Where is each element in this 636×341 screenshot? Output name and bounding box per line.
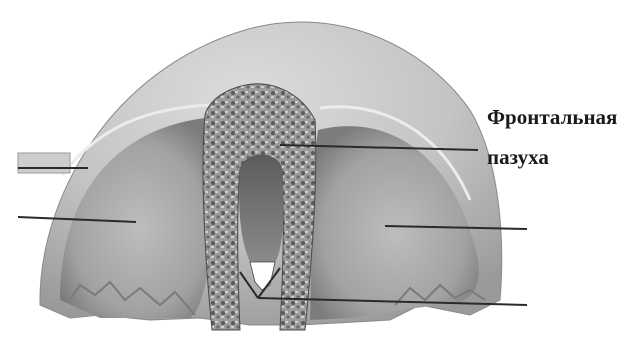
left-edge-flange bbox=[18, 153, 70, 173]
frontal-sinus-label-line1: Фронтальная bbox=[487, 106, 617, 129]
frontal-sinus-label-line2: пазуха bbox=[487, 146, 549, 169]
frontal-sinus-cavity bbox=[239, 155, 283, 262]
